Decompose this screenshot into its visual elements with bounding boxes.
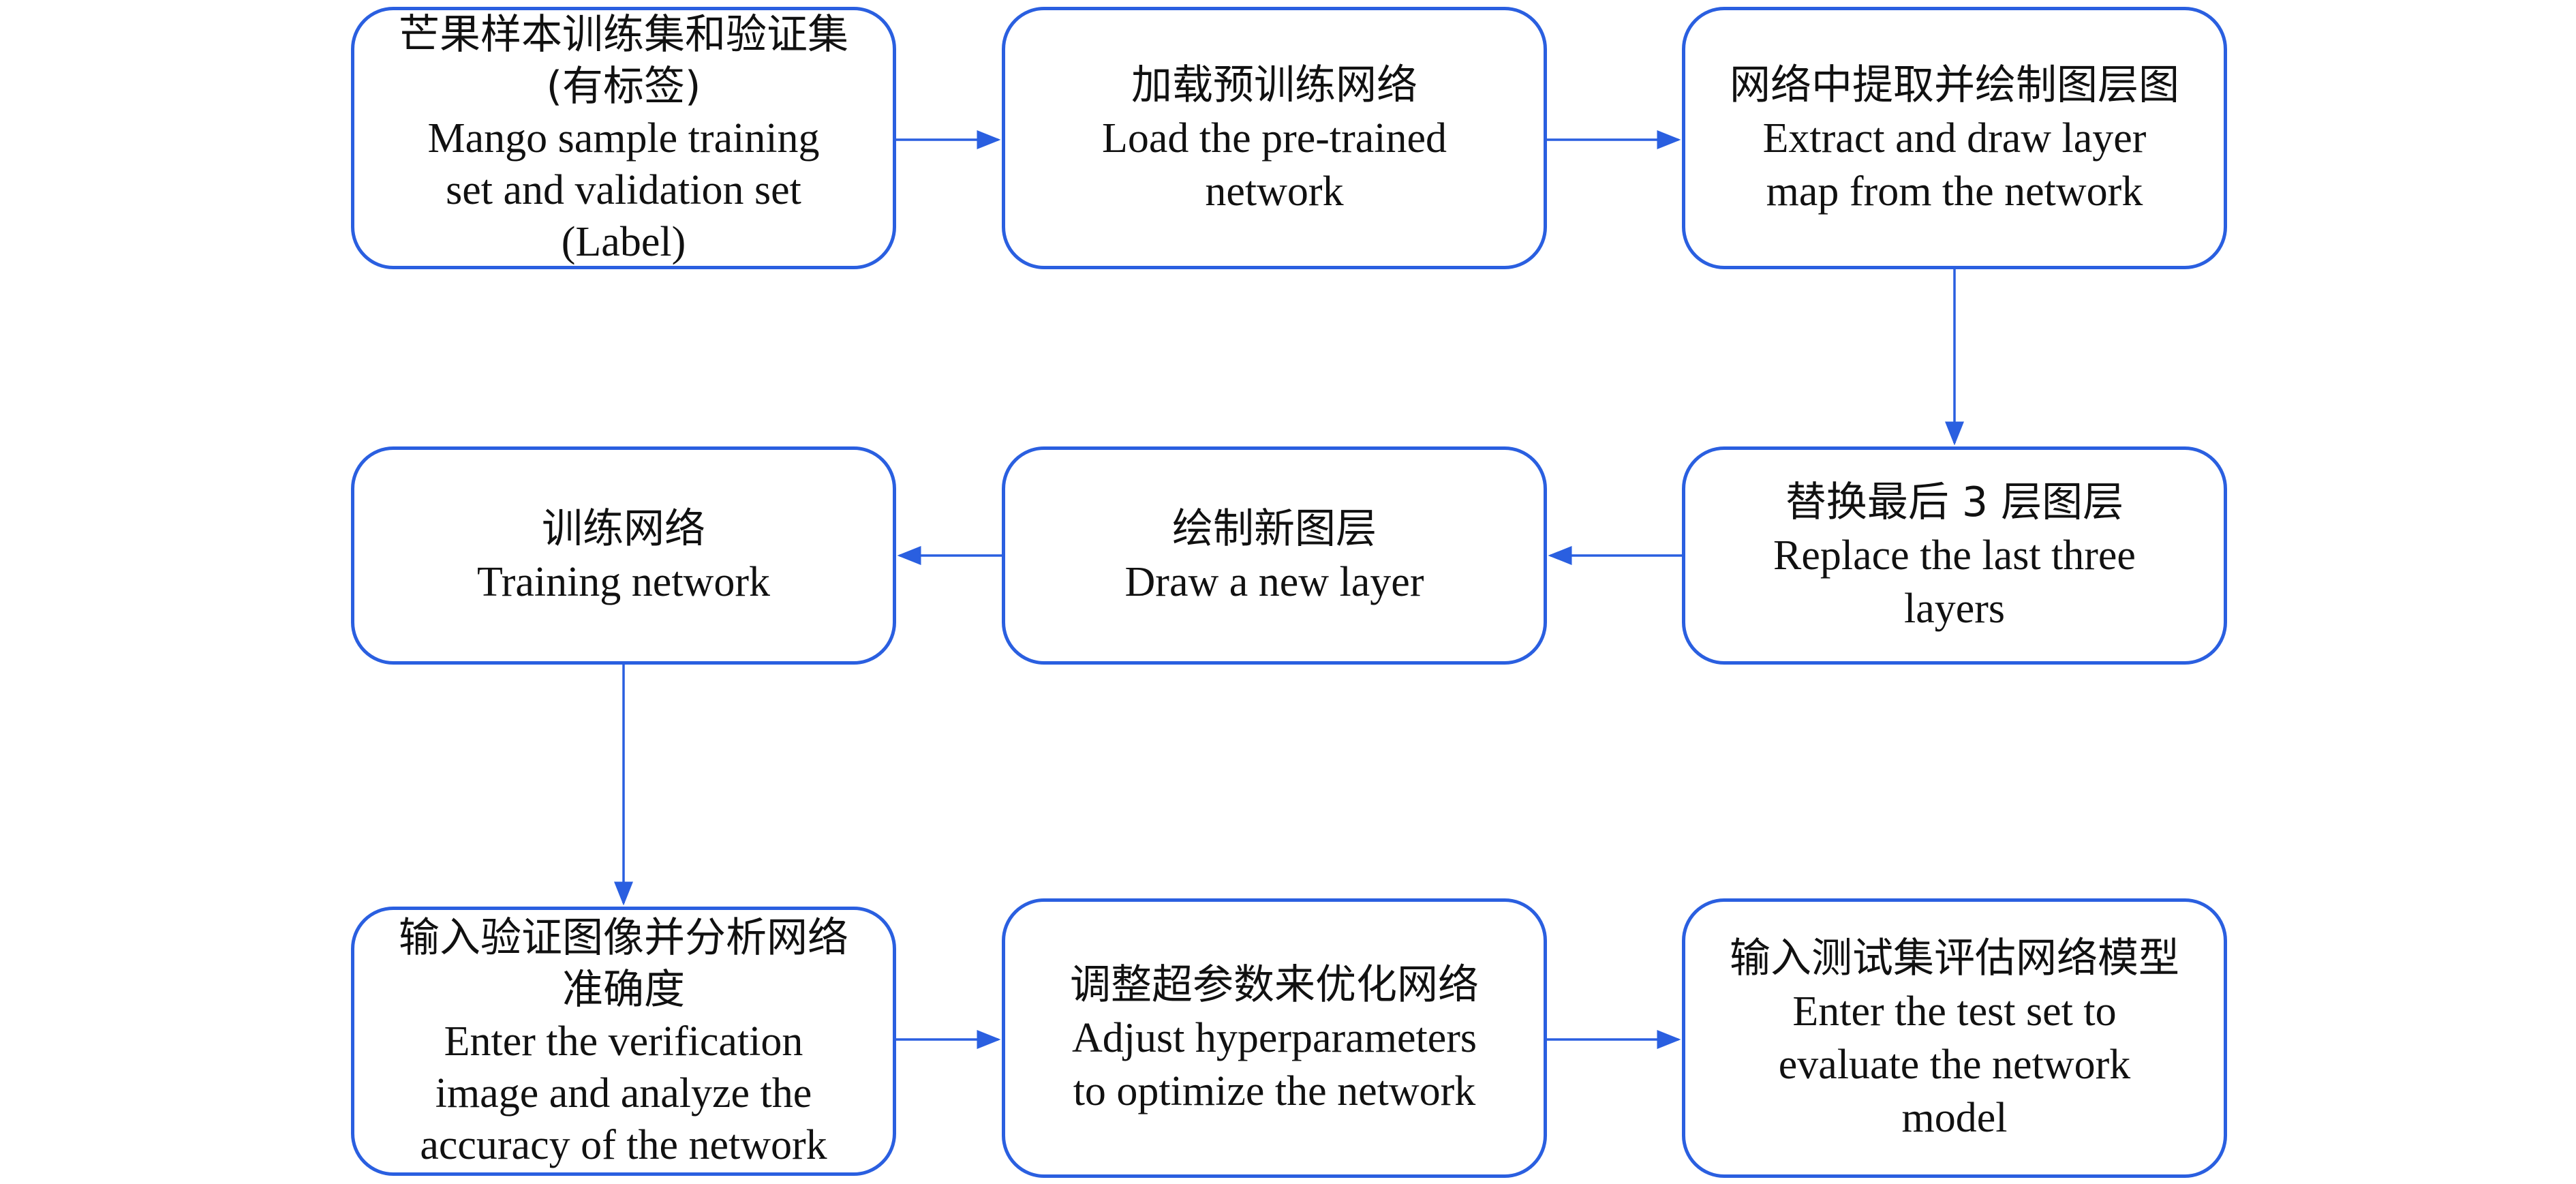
node-label-en: model bbox=[1901, 1095, 2008, 1141]
node-label-en: to optimize the network bbox=[1073, 1068, 1476, 1114]
node-label-en: image and analyze the bbox=[435, 1069, 812, 1117]
node-draw-new-layer: 绘制新图层 Draw a new layer bbox=[1002, 446, 1547, 665]
node-label-en: evaluate the network bbox=[1778, 1042, 2131, 1088]
node-label-en: Enter the test set to bbox=[1792, 988, 2117, 1035]
node-evaluate-test-set: 输入测试集评估网络模型 Enter the test set to evalua… bbox=[1682, 898, 2227, 1178]
node-verify-accuracy: 输入验证图像并分析网络 准确度 Enter the verification i… bbox=[351, 907, 896, 1176]
node-label-zh: 加载预训练网络 bbox=[1131, 61, 1417, 109]
node-extract-layer-map: 网络中提取并绘制图层图 Extract and draw layer map f… bbox=[1682, 7, 2227, 269]
node-label-en: Load the pre-trained bbox=[1101, 115, 1447, 162]
node-label-en: set and validation set bbox=[446, 166, 801, 213]
node-label-zh: 训练网络 bbox=[542, 505, 705, 553]
node-label-zh: 绘制新图层 bbox=[1172, 505, 1377, 553]
node-mango-dataset: 芒果样本训练集和验证集 (有标签) Mango sample training … bbox=[351, 7, 896, 269]
node-training-network: 训练网络 Training network bbox=[351, 446, 896, 665]
node-label-en: layers bbox=[1903, 586, 2006, 632]
node-label-en: Mango sample training bbox=[427, 115, 820, 162]
node-replace-last-layers: 替换最后 3 层图层 Replace the last three layers bbox=[1682, 446, 2227, 665]
node-label-zh: 调整超参数来优化网络 bbox=[1070, 961, 1479, 1009]
node-label-zh: (有标签) bbox=[546, 62, 701, 110]
node-label-zh: 输入验证图像并分析网络 bbox=[399, 913, 848, 962]
node-label-en: (Label) bbox=[561, 218, 686, 265]
node-label-en: Replace the last three bbox=[1773, 532, 2136, 579]
node-label-zh: 替换最后 3 层图层 bbox=[1785, 479, 2124, 526]
node-label-en: Enter the verification bbox=[444, 1018, 803, 1065]
node-label-en: accuracy of the network bbox=[420, 1121, 827, 1168]
node-label-zh: 输入测试集评估网络模型 bbox=[1730, 935, 2179, 982]
node-label-zh: 芒果样本训练集和验证集 bbox=[399, 10, 848, 59]
node-load-pretrained: 加载预训练网络 Load the pre-trained network bbox=[1002, 7, 1547, 269]
node-label-en: Training network bbox=[477, 559, 770, 605]
node-label-en: Adjust hyperparameters bbox=[1072, 1015, 1477, 1061]
node-label-zh: 网络中提取并绘制图层图 bbox=[1730, 61, 2179, 109]
node-label-zh: 准确度 bbox=[562, 965, 685, 1014]
node-label-en: Draw a new layer bbox=[1124, 559, 1424, 605]
node-adjust-hyperparameters: 调整超参数来优化网络 Adjust hyperparameters to opt… bbox=[1002, 898, 1547, 1178]
node-label-en: Extract and draw layer bbox=[1762, 115, 2147, 162]
node-label-en: map from the network bbox=[1766, 168, 2143, 215]
node-label-en: network bbox=[1205, 168, 1344, 215]
